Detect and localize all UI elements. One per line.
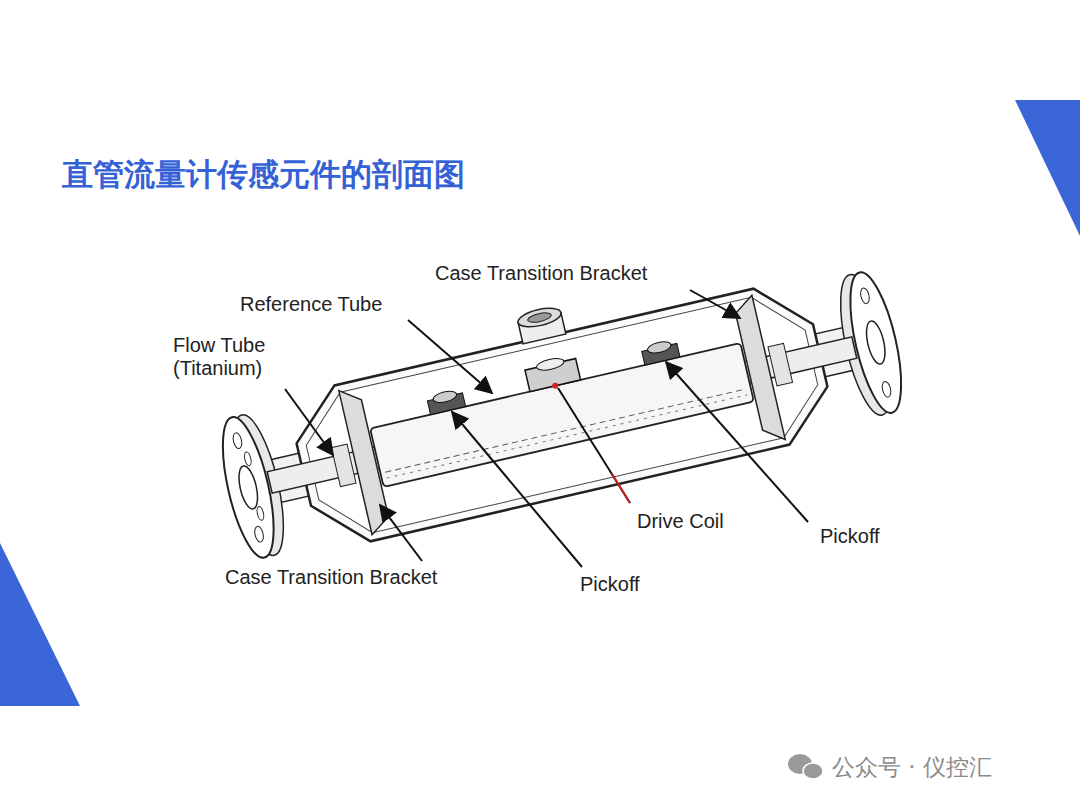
wechat-icon — [788, 754, 823, 779]
part-label: Drive Coil — [637, 510, 724, 533]
flowmeter-cutaway — [204, 233, 913, 570]
part-label: Flow Tube (Titanium) — [173, 334, 291, 380]
slide-title: 直管流量计传感元件的剖面图 — [62, 154, 465, 196]
watermark: 公众号 · 仪控汇 — [832, 752, 992, 783]
corner-triangle — [1015, 100, 1080, 236]
corner-triangle — [0, 543, 80, 706]
part-label: Pickoff — [820, 525, 880, 548]
leader-lines — [285, 290, 808, 567]
part-label: Reference Tube — [240, 293, 382, 316]
part-label: Pickoff — [580, 573, 640, 596]
part-label: Case Transition Bracket — [225, 566, 437, 589]
part-label: Case Transition Bracket — [435, 262, 647, 285]
